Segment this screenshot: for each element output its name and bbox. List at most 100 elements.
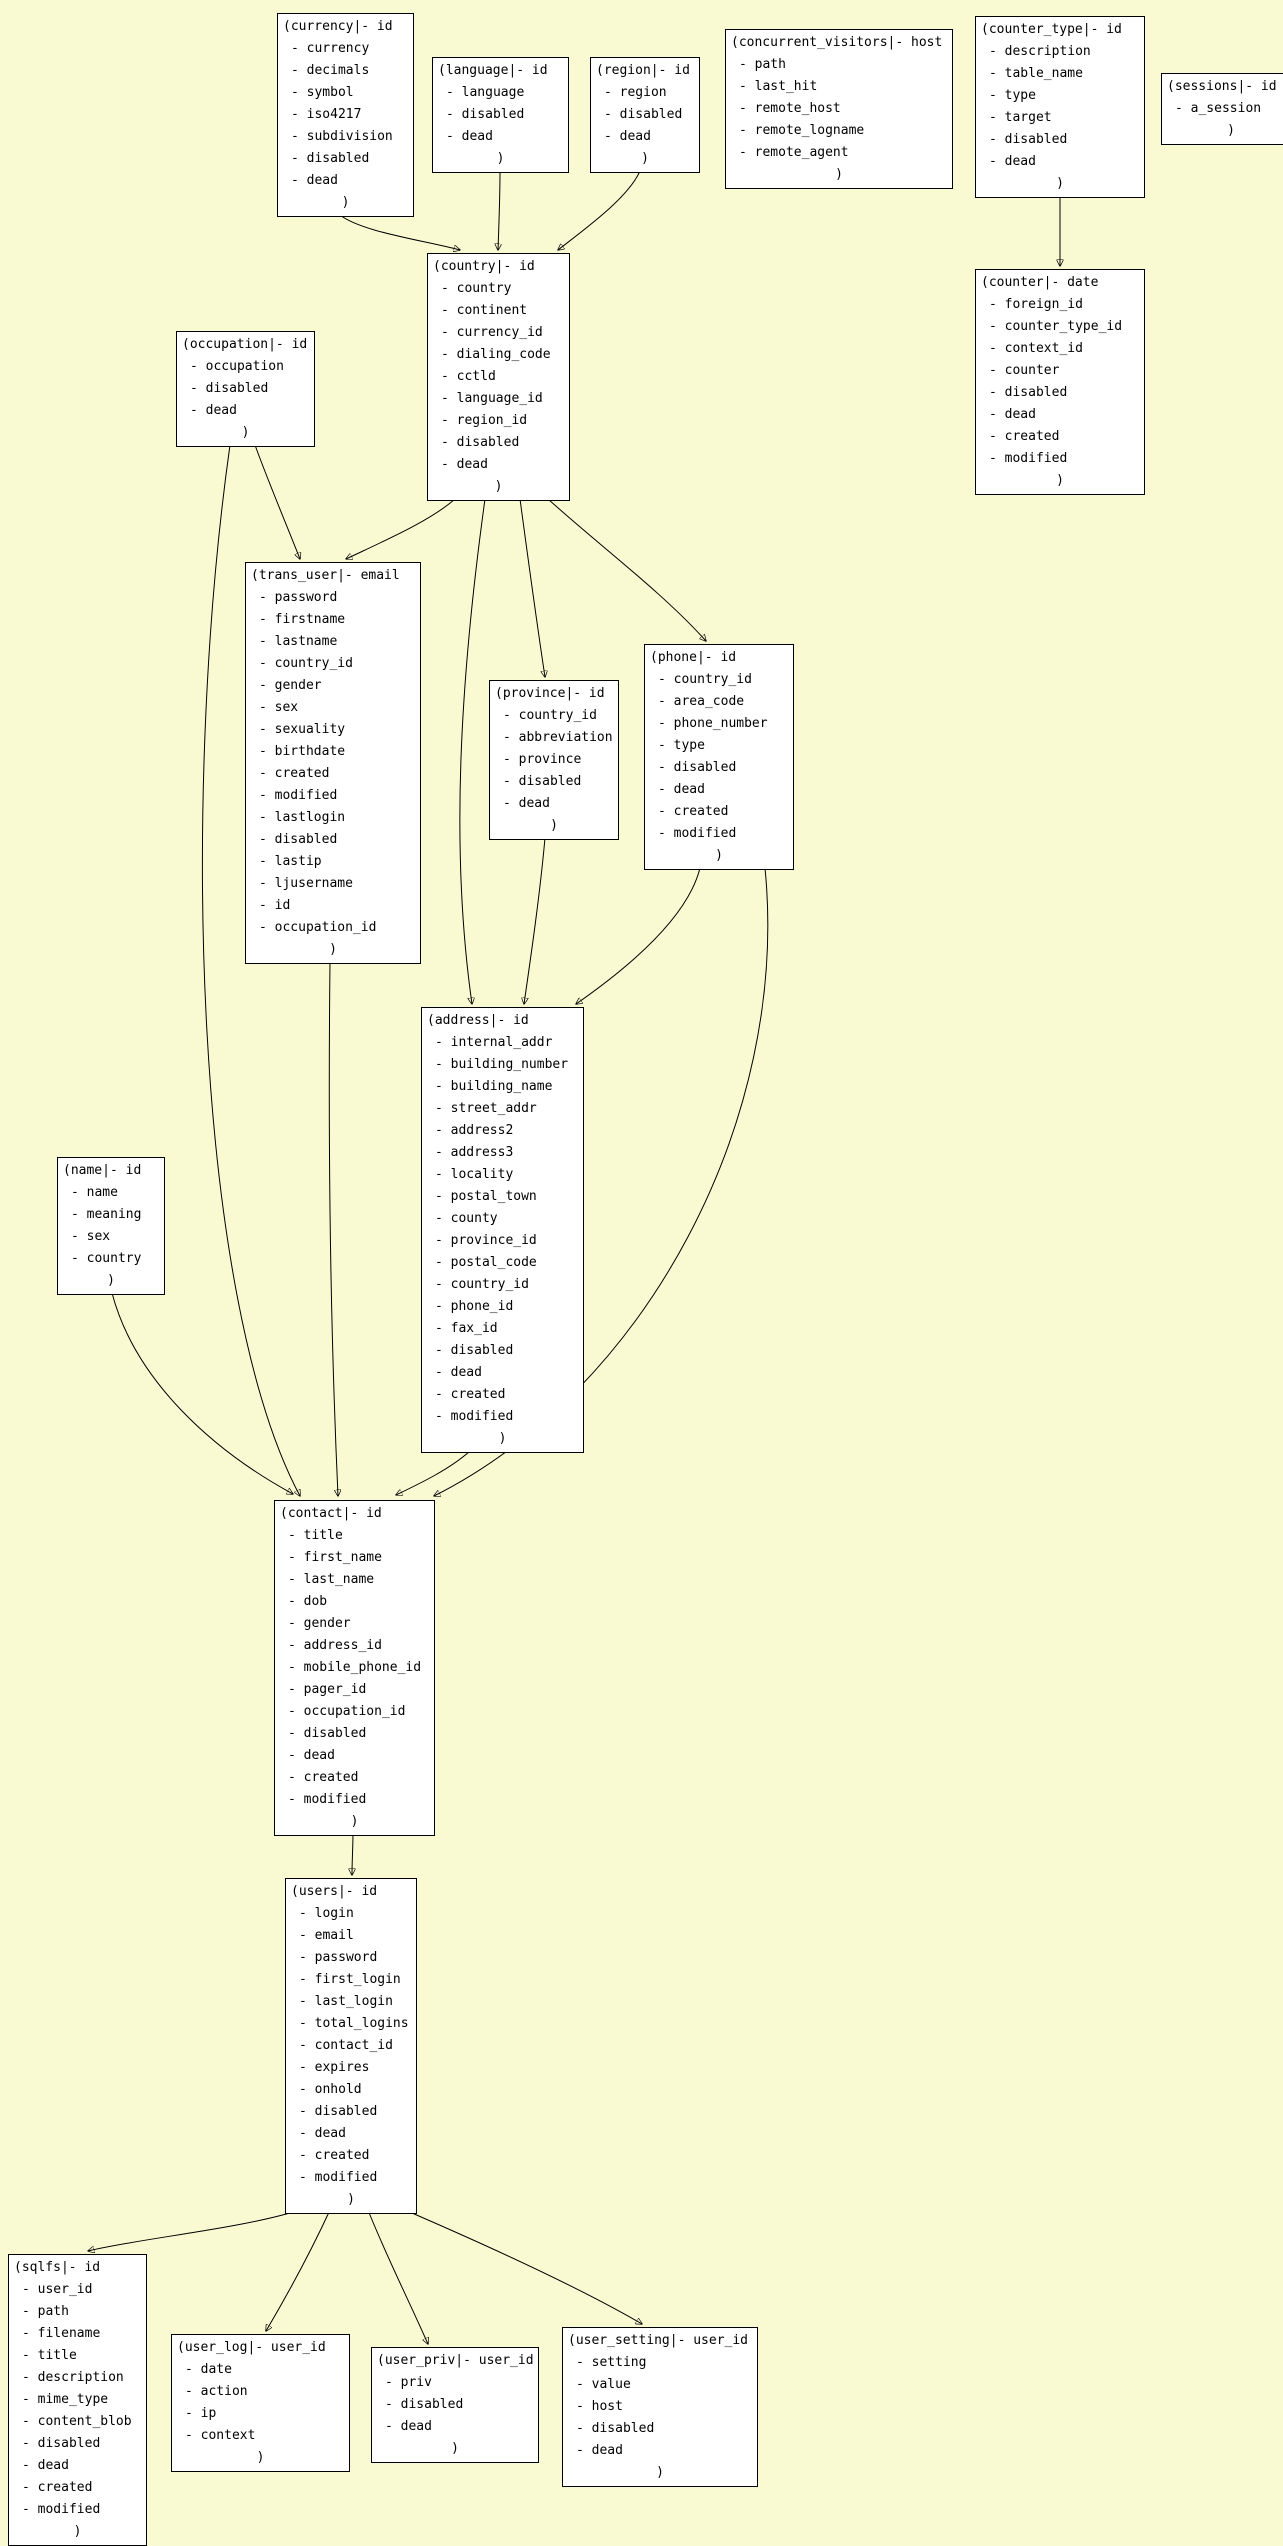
table-trans-user: (trans_user|- email - password- firstnam… — [245, 562, 421, 964]
table-province: (province|- id - country_id- abbreviatio… — [489, 680, 619, 840]
field-line: - birthdate — [259, 744, 346, 759]
field-line: - modified — [299, 2170, 378, 2185]
table-sqlfs: (sqlfs|- id - user_id- path- filename- t… — [8, 2254, 147, 2546]
field-line: - created — [299, 2148, 370, 2163]
table-footer: ) — [1227, 123, 1235, 138]
field-line: - iso4217 — [291, 107, 362, 122]
field-line: - county — [435, 1211, 498, 1226]
edge-users-usersetting — [404, 2209, 642, 2324]
field-line: - phone_number — [658, 716, 768, 731]
field-line: - dead — [503, 796, 550, 811]
table-user-log: (user_log|- user_id - date- action- ip- … — [171, 2334, 350, 2472]
field-line: - subdivision — [291, 129, 393, 144]
field-line: - disabled — [658, 760, 737, 775]
table-header: (phone|- id — [650, 650, 737, 665]
table-header: (name|- id — [63, 1163, 142, 1178]
field-line: - dead — [441, 457, 488, 472]
table-footer: ) — [73, 2524, 82, 2539]
field-line: - occupation — [190, 359, 284, 374]
field-line: - disabled — [989, 385, 1068, 400]
field-line: - login — [299, 1906, 354, 1921]
table-fields: - region- disabled- dead — [596, 82, 694, 148]
table-footer: ) — [494, 479, 503, 494]
field-line: - region_id — [441, 413, 528, 428]
table-fields: - setting- value- host- disabled- dead — [568, 2352, 752, 2462]
table-address: (address|- id - internal_addr- building_… — [421, 1007, 584, 1453]
field-line: - mobile_phone_id — [288, 1660, 422, 1675]
field-line: - context_id — [989, 341, 1083, 356]
field-line: - dead — [385, 2419, 432, 2434]
field-line: - disabled — [989, 132, 1068, 147]
field-line: - setting — [576, 2355, 647, 2370]
field-line: - phone_id — [435, 1299, 514, 1314]
field-line: - created — [259, 766, 330, 781]
field-line: - remote_agent — [739, 145, 849, 160]
edge-region-country — [558, 170, 641, 250]
field-line: - province_id — [435, 1233, 537, 1248]
field-line: - counter — [989, 363, 1060, 378]
field-line: - address2 — [435, 1123, 514, 1138]
field-line: - title — [22, 2348, 77, 2363]
field-line: - dead — [989, 154, 1036, 169]
edge-country-address — [459, 498, 486, 1004]
field-line: - table_name — [989, 66, 1083, 81]
field-line: - dialing_code — [441, 347, 551, 362]
table-currency: (currency|- id - currency- decimals- sym… — [277, 13, 414, 217]
field-line: - street_addr — [435, 1101, 537, 1116]
table-footer: ) — [350, 1814, 359, 1829]
edge-address-contact — [396, 1450, 471, 1495]
field-line: - firstname — [259, 612, 346, 627]
field-line: - disabled — [259, 832, 338, 847]
table-header: (concurrent_visitors|- host — [731, 35, 943, 50]
field-line: - remote_host — [739, 101, 841, 116]
field-line: - type — [658, 738, 705, 753]
table-fields: - a_session — [1167, 98, 1283, 120]
field-line: - name — [71, 1185, 118, 1200]
table-region: (region|- id - region- disabled- dead ) — [590, 57, 700, 173]
field-line: - user_id — [22, 2282, 93, 2297]
edge-country-transuser — [346, 498, 456, 559]
field-line: - a_session — [1175, 101, 1262, 116]
field-line: - disabled — [299, 2104, 378, 2119]
field-line: - password — [299, 1950, 378, 1965]
edge-contact-users — [352, 1831, 353, 1875]
edge-province-address — [524, 837, 546, 1004]
field-line: - modified — [435, 1409, 514, 1424]
field-line: - expires — [299, 2060, 370, 2075]
field-line: - last_hit — [739, 79, 818, 94]
field-line: - dead — [299, 2126, 346, 2141]
field-line: - lastip — [259, 854, 322, 869]
table-fields: - language- disabled- dead — [438, 82, 563, 148]
field-line: - occupation_id — [259, 920, 377, 935]
table-footer: ) — [715, 848, 723, 863]
field-line: - created — [435, 1387, 506, 1402]
field-line: - description — [989, 44, 1091, 59]
field-line: - disabled — [288, 1726, 367, 1741]
field-line: - priv — [385, 2375, 432, 2390]
field-line: - host — [576, 2399, 623, 2414]
field-line: - continent — [441, 303, 528, 318]
field-line: - cctld — [441, 369, 496, 384]
table-fields: - path- last_hit- remote_host- remote_lo… — [731, 54, 947, 164]
edge-users-sqlfs — [88, 2209, 301, 2251]
field-line: - decimals — [291, 63, 370, 78]
field-line: - sex — [259, 700, 299, 715]
field-line: - currency_id — [441, 325, 543, 340]
field-line: - disabled — [435, 1343, 514, 1358]
field-line: - modified — [989, 451, 1068, 466]
field-line: - modified — [658, 826, 737, 841]
field-line: - created — [658, 804, 729, 819]
field-line: - disabled — [291, 151, 370, 166]
field-line: - building_number — [435, 1057, 569, 1072]
field-line: - contact_id — [299, 2038, 393, 2053]
table-fields: - password- firstname- lastname- country… — [251, 587, 415, 939]
table-header: (counter|- date — [981, 275, 1099, 290]
field-line: - modified — [288, 1792, 367, 1807]
field-line: - created — [989, 429, 1060, 444]
field-line: - title — [288, 1528, 343, 1543]
table-phone: (phone|- id - country_id- area_code- pho… — [644, 644, 794, 870]
field-line: - country_id — [658, 672, 752, 687]
field-line: - disabled — [503, 774, 582, 789]
edge-country-province — [519, 498, 545, 677]
